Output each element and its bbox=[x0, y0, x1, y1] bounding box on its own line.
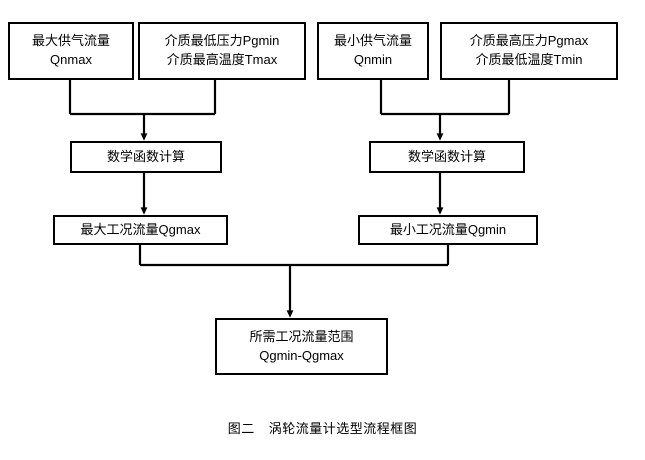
node-math-calc-left[interactable]: 数学函数计算 bbox=[70, 141, 222, 173]
node-min-supply-flow[interactable]: 最小供气流量 Qnmin bbox=[317, 22, 429, 80]
node-min-working-flow[interactable]: 最小工况流量Qgmin bbox=[358, 215, 538, 245]
node-min-pressure-max-temp-line1: 介质最低压力Pgmin bbox=[164, 33, 280, 49]
node-min-pressure-max-temp[interactable]: 介质最低压力Pgmin 介质最高温度Tmax bbox=[138, 22, 306, 80]
node-required-flow-range-line1: 所需工况流量范围 bbox=[249, 328, 354, 344]
node-max-pressure-min-temp-line2: 介质最低温度Tmin bbox=[475, 52, 583, 67]
node-max-supply-flow[interactable]: 最大供气流量 Qnmax bbox=[8, 22, 134, 80]
node-max-pressure-min-temp-line1: 介质最高压力Pgmax bbox=[469, 33, 589, 49]
figure-caption-number: 图二 bbox=[227, 421, 255, 436]
figure-caption-title: 涡轮流量计选型流程框图 bbox=[268, 421, 418, 436]
node-max-supply-flow-line1: 最大供气流量 bbox=[31, 33, 110, 49]
node-max-working-flow[interactable]: 最大工况流量Qgmax bbox=[53, 215, 228, 245]
node-min-working-flow-label: 最小工况流量Qgmin bbox=[389, 221, 507, 237]
node-min-pressure-max-temp-line2: 介质最高温度Tmax bbox=[166, 52, 278, 67]
node-required-flow-range[interactable]: 所需工况流量范围 Qgmin-Qgmax bbox=[215, 318, 388, 375]
node-min-supply-flow-line1: 最小供气流量 bbox=[333, 33, 412, 49]
node-math-calc-left-label: 数学函数计算 bbox=[106, 148, 185, 164]
node-max-pressure-min-temp[interactable]: 介质最高压力Pgmax 介质最低温度Tmin bbox=[440, 22, 618, 80]
node-min-supply-flow-line2: Qnmin bbox=[353, 52, 393, 67]
node-max-supply-flow-line2: Qnmax bbox=[50, 52, 92, 67]
figure-caption: 图二涡轮流量计选型流程框图 bbox=[0, 418, 645, 437]
node-required-flow-range-line2: Qgmin-Qgmax bbox=[259, 347, 344, 363]
node-max-working-flow-label: 最大工况流量Qgmax bbox=[80, 221, 201, 237]
node-math-calc-right[interactable]: 数学函数计算 bbox=[369, 141, 525, 173]
node-math-calc-right-label: 数学函数计算 bbox=[407, 148, 486, 164]
